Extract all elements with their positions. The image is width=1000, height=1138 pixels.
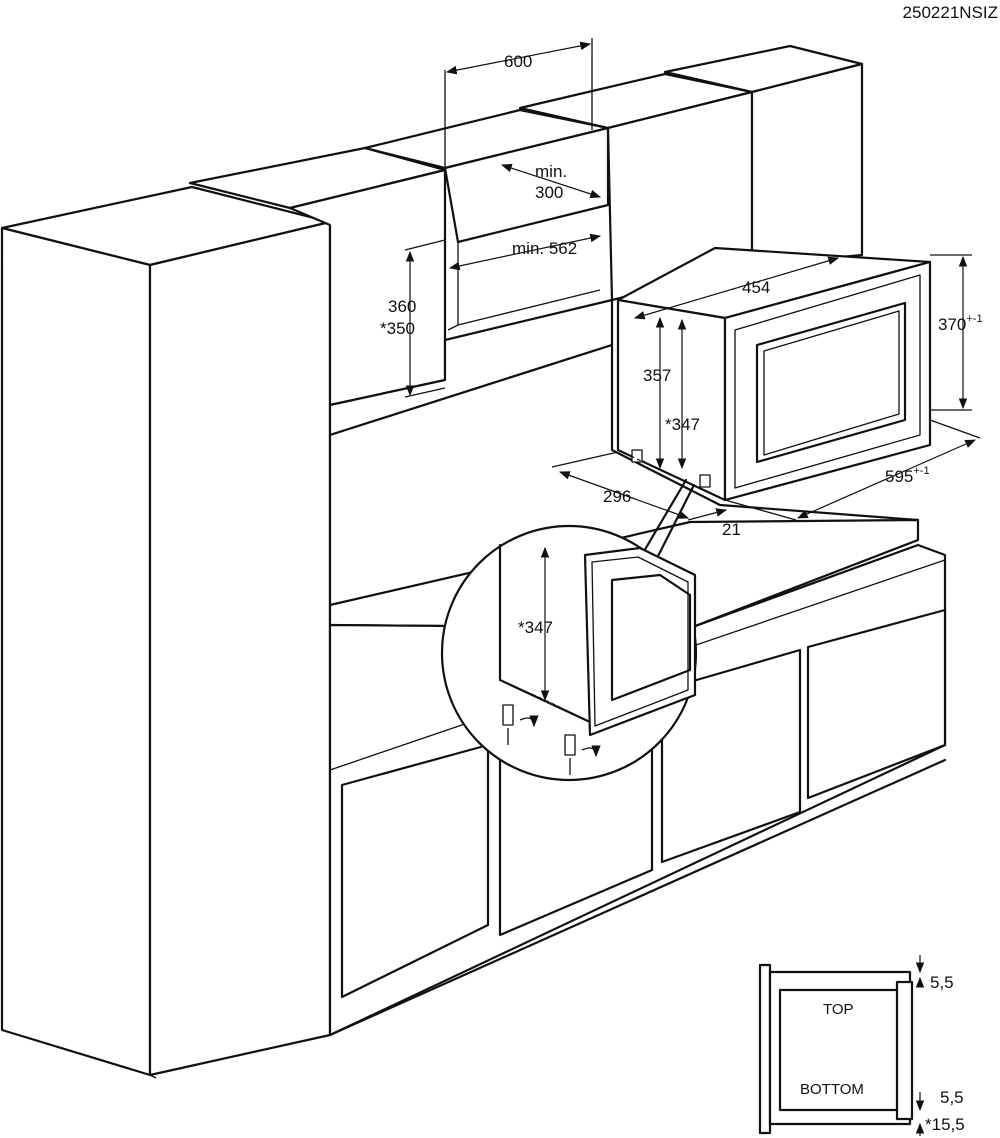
- dim-347: *347: [665, 415, 700, 434]
- label-top: TOP: [823, 1001, 854, 1018]
- dim-min-label: min.: [535, 162, 567, 181]
- tall-cabinet: [0, 185, 332, 1079]
- dim-600: 600: [504, 52, 532, 71]
- dim-454: 454: [742, 278, 770, 297]
- zoom-dim-347: *347: [518, 618, 553, 637]
- dim-5-5-bottom: 5,5: [940, 1088, 964, 1107]
- drawing-code: 250221NSIZ: [903, 3, 998, 22]
- dim-min-562: min. 562: [512, 239, 577, 258]
- dim-15-5: *15,5: [925, 1115, 965, 1134]
- dim-min-300: 300: [535, 183, 563, 202]
- zoom-callout: [440, 478, 698, 782]
- dim-350: *350: [380, 319, 415, 338]
- dim-595: 595+-1: [885, 465, 930, 486]
- section-detail: [758, 955, 925, 1136]
- dim-21: 21: [722, 520, 741, 539]
- label-bottom: BOTTOM: [800, 1081, 864, 1098]
- dim-357: 357: [643, 366, 671, 385]
- dim-296: 296: [603, 487, 631, 506]
- dim-5-5-top: 5,5: [930, 973, 954, 992]
- dimension-lines: [404, 38, 981, 521]
- dim-370: 370+-1: [938, 313, 983, 334]
- dim-360: 360: [388, 297, 416, 316]
- upper-cabinets: [188, 44, 864, 437]
